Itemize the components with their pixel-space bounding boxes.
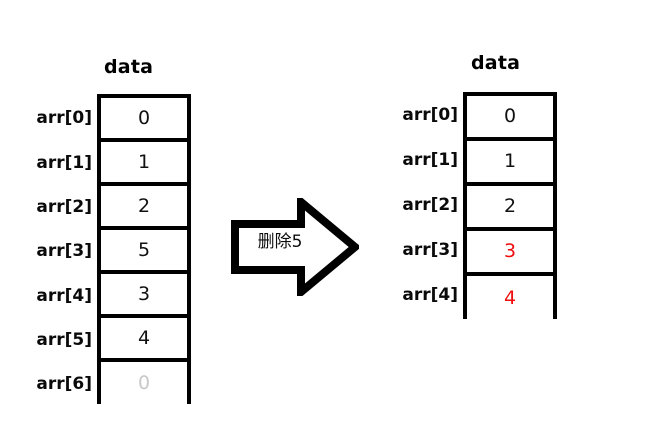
cell-value: 4 — [503, 287, 517, 309]
array-after-box: 0 1 2 3 4 — [463, 92, 557, 321]
array-after-cell-3: 3 — [467, 231, 553, 276]
array-before-cell-0: 0 — [101, 98, 187, 142]
array-after-cell-4: 4 — [467, 276, 553, 321]
array-before-cell-4: 3 — [101, 274, 187, 318]
index-label-arr3-before: arr[3] — [36, 241, 92, 261]
cell-value: 2 — [137, 194, 151, 217]
cell-value: 0 — [503, 105, 517, 127]
index-label-arr5-before: arr[5] — [36, 330, 92, 350]
cell-value: 2 — [503, 195, 517, 217]
array-after-title: data — [471, 52, 521, 74]
right-arrow-icon — [231, 198, 359, 296]
index-label-arr0-before: arr[0] — [36, 108, 92, 128]
cell-value: 3 — [137, 282, 151, 305]
cell-value: 1 — [503, 150, 517, 172]
array-before-cell-3: 5 — [101, 230, 187, 274]
cell-value: 1 — [137, 150, 151, 173]
array-after-cell-1: 1 — [467, 141, 553, 186]
array-before-box: 0 1 2 5 3 4 0 — [97, 94, 191, 404]
array-before-cell-2: 2 — [101, 186, 187, 230]
transition-arrow: 删除5 — [231, 198, 359, 296]
cell-value: 0 — [137, 371, 151, 394]
cell-value: 4 — [137, 326, 151, 349]
array-before-cell-5: 4 — [101, 318, 187, 362]
index-label-arr1-after: arr[1] — [402, 150, 458, 170]
index-label-arr1-before: arr[1] — [36, 153, 92, 173]
array-after-cell-0: 0 — [467, 96, 553, 141]
array-after-cell-2: 2 — [467, 186, 553, 231]
index-label-arr0-after: arr[0] — [402, 105, 458, 125]
array-before-cell-6: 0 — [101, 362, 187, 404]
index-label-arr2-before: arr[2] — [36, 197, 92, 217]
index-label-arr3-after: arr[3] — [402, 240, 458, 260]
cell-value: 0 — [137, 106, 151, 129]
cell-value: 3 — [503, 240, 517, 262]
index-label-arr2-after: arr[2] — [402, 195, 458, 215]
array-before-cell-1: 1 — [101, 142, 187, 186]
index-label-arr4-after: arr[4] — [402, 285, 458, 305]
array-before-title: data — [104, 56, 154, 78]
index-label-arr6-before: arr[6] — [36, 374, 92, 394]
index-label-arr4-before: arr[4] — [36, 286, 92, 306]
arrow-operation-label: 删除5 — [257, 232, 303, 252]
cell-value: 5 — [137, 238, 151, 261]
